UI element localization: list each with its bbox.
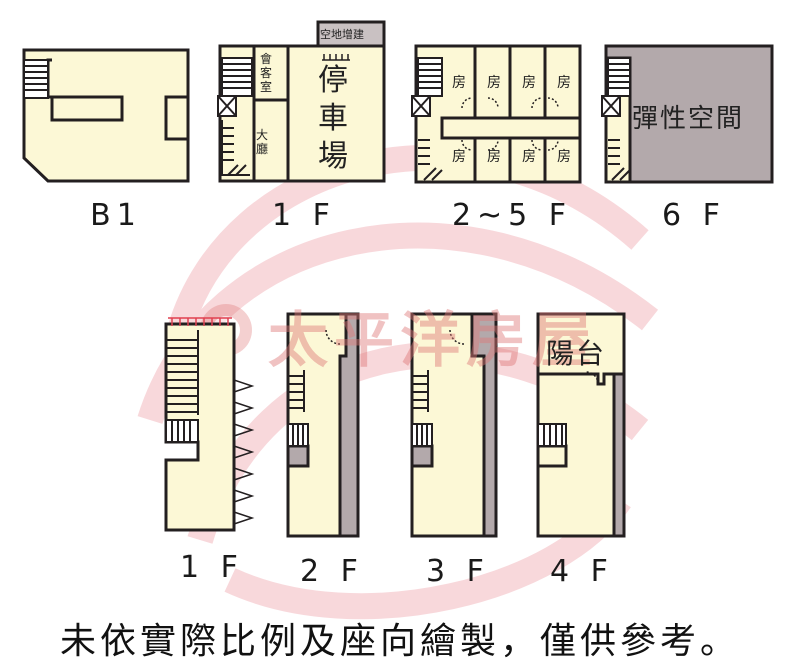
gate-teeth <box>168 317 232 326</box>
label-b1: B1 <box>90 198 142 233</box>
plan-1f-top <box>217 20 386 183</box>
spike-fence <box>233 379 255 525</box>
label-1f-bottom: 1 F <box>180 550 244 585</box>
label-2-5f: 2~5 F <box>451 198 573 233</box>
reception-label: 會 客 室 <box>260 52 274 94</box>
room-label: 房 <box>487 149 501 165</box>
reception-char: 室 <box>260 80 273 94</box>
room-label: 房 <box>557 75 571 91</box>
plan-2f-bottom <box>286 312 360 538</box>
label-1f-top: 1 F <box>272 198 336 233</box>
disclaimer-text: 未依實際比例及座向繪製，僅供參考。 <box>59 621 740 662</box>
parking-char: 場 <box>318 139 348 174</box>
hall-char: 大 <box>256 128 269 142</box>
addition-label: 空地增建 <box>320 28 364 41</box>
label-2f: 2 F <box>300 554 364 589</box>
parking-gate <box>322 54 350 61</box>
plan-b1 <box>22 48 190 183</box>
room-label: 房 <box>522 75 536 91</box>
stair-b1 <box>23 59 49 99</box>
hall-label: 大 廳 <box>256 128 270 156</box>
room-label: 房 <box>452 75 466 91</box>
room-label: 房 <box>452 149 466 165</box>
balcony-label: 陽台 <box>546 337 607 370</box>
parking-label: 停 車 場 <box>318 62 358 176</box>
room-label: 房 <box>522 149 536 165</box>
parking-char: 停 <box>318 63 348 98</box>
room-label: 房 <box>557 149 571 165</box>
plan-3f-bottom <box>410 312 498 538</box>
hall-char: 廳 <box>256 142 269 156</box>
plan-2-5f <box>411 44 582 184</box>
watermark-brand-text: 太平洋房屋 <box>268 306 598 376</box>
door-swings-2-5f <box>461 97 559 151</box>
reception-char: 客 <box>260 66 273 80</box>
parking-char: 車 <box>318 101 348 136</box>
plan-6f <box>601 44 774 184</box>
label-4f: 4 F <box>550 554 614 589</box>
room-label: 房 <box>487 75 501 91</box>
plan-1f-bottom <box>164 317 255 532</box>
label-6f: 6 F <box>662 198 726 233</box>
flex-space-label: 彈性空間 <box>632 104 745 134</box>
label-3f: 3 F <box>426 554 490 589</box>
plan-4f-bottom <box>536 312 626 538</box>
reception-char: 會 <box>260 52 273 66</box>
